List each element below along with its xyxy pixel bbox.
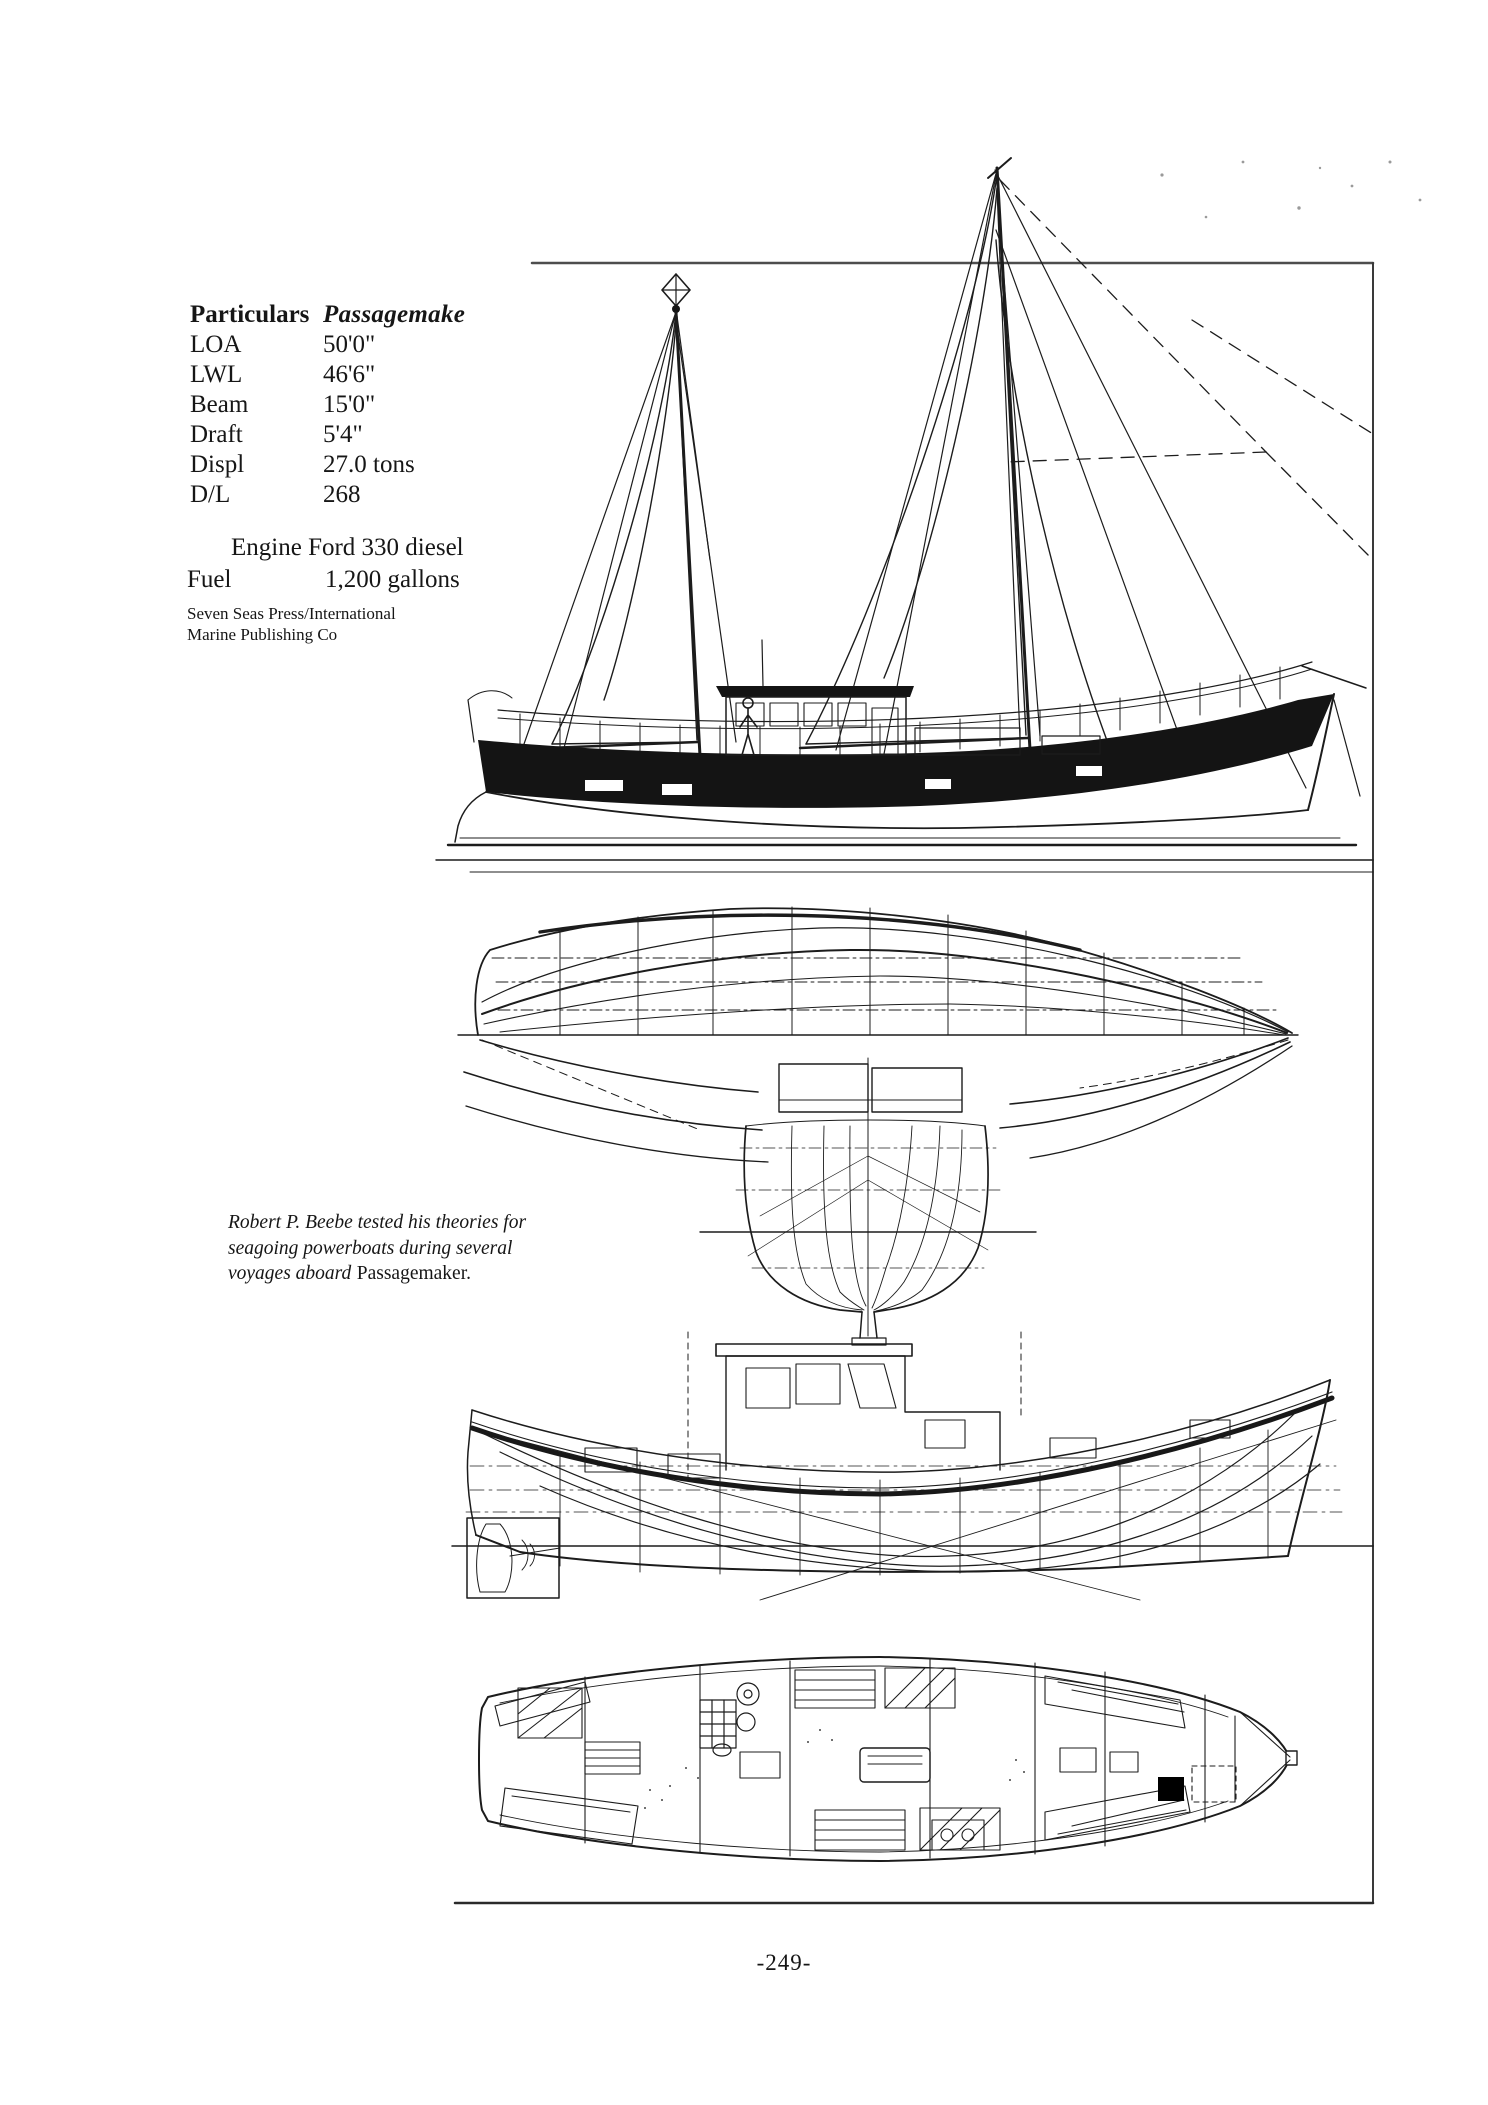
caption-line: seagoing powerboats during several	[228, 1237, 513, 1259]
hull-sheer-band	[478, 694, 1334, 808]
rigging-lines	[523, 169, 1367, 797]
fuel-spec: Fuel 1,200 gallons	[187, 566, 460, 594]
page-number: -249-	[756, 1950, 812, 1975]
figure-profile-lines	[451, 1331, 1374, 1601]
aft-stateroom	[494, 1681, 641, 1845]
row-label: D/L	[190, 481, 231, 508]
row-label: Beam	[190, 391, 249, 418]
figure-accommodation-plan	[478, 1656, 1298, 1862]
credit-line: Marine Publishing Co	[187, 625, 338, 644]
hull-name-patches	[585, 766, 1102, 795]
photo-caption: Robert P. Beebe tested his theories for …	[228, 1210, 568, 1287]
row-label: Displ	[190, 451, 245, 478]
table-row: Displ 27.0 tons	[190, 450, 465, 480]
caption-roman-part: Passagemaker.	[356, 1263, 472, 1284]
boat-name: Passagemake	[323, 301, 466, 328]
caption-italic-part: voyages aboard	[228, 1263, 352, 1284]
row-value: 27.0 tons	[323, 451, 415, 478]
row-label: Draft	[190, 421, 243, 448]
table-row: LWL 46'6"	[190, 360, 465, 390]
profile-pilothouse	[687, 1331, 1022, 1481]
particulars-table: Particulars Passagemake LOA 50'0" LWL 46…	[190, 300, 465, 510]
row-value: 46'6"	[323, 361, 376, 388]
saloon	[739, 1667, 1001, 1851]
table-row: D/L 268	[190, 480, 465, 510]
figure-halfbreadth-plan	[457, 906, 1299, 1163]
diagonal-curves	[463, 1037, 1293, 1163]
row-value: 5'4"	[323, 421, 363, 448]
floor-stipple	[644, 1729, 1025, 1809]
forward-cabin	[1044, 1675, 1291, 1841]
row-value: 268	[323, 481, 361, 508]
engine-spec: Engine Ford 330 diesel	[231, 534, 464, 561]
row-value: 50'0"	[323, 331, 376, 358]
publisher-credit: Seven Seas Press/International Marine Pu…	[187, 603, 396, 645]
plate-frame	[453, 261, 1375, 1905]
particulars-title: Particulars	[190, 301, 310, 328]
fuel-value: 1,200 gallons	[325, 566, 460, 593]
pilothouse	[716, 639, 1101, 756]
credit-line: Seven Seas Press/International	[187, 604, 396, 623]
scan-speckles	[1160, 160, 1422, 219]
rudder-prop-box	[466, 1517, 561, 1599]
dashed-sail	[999, 179, 1374, 561]
galley	[699, 1682, 760, 1757]
person-figure	[739, 697, 758, 756]
row-label: LWL	[190, 361, 243, 388]
caption-line: Robert P. Beebe tested his theories for	[228, 1212, 527, 1233]
table-row: Beam 15'0"	[190, 390, 465, 420]
table-row: Draft 5'4"	[190, 420, 465, 450]
particulars-header: Particulars Passagemake	[190, 300, 465, 330]
row-label: LOA	[190, 331, 242, 358]
figure-sail-plan	[435, 157, 1374, 873]
figure-body-plan	[699, 1057, 1037, 1346]
waterline-sail-plan	[435, 837, 1374, 873]
table-row: LOA 50'0"	[190, 330, 465, 360]
row-value: 15'0"	[323, 391, 376, 418]
fuel-label: Fuel	[187, 566, 232, 593]
